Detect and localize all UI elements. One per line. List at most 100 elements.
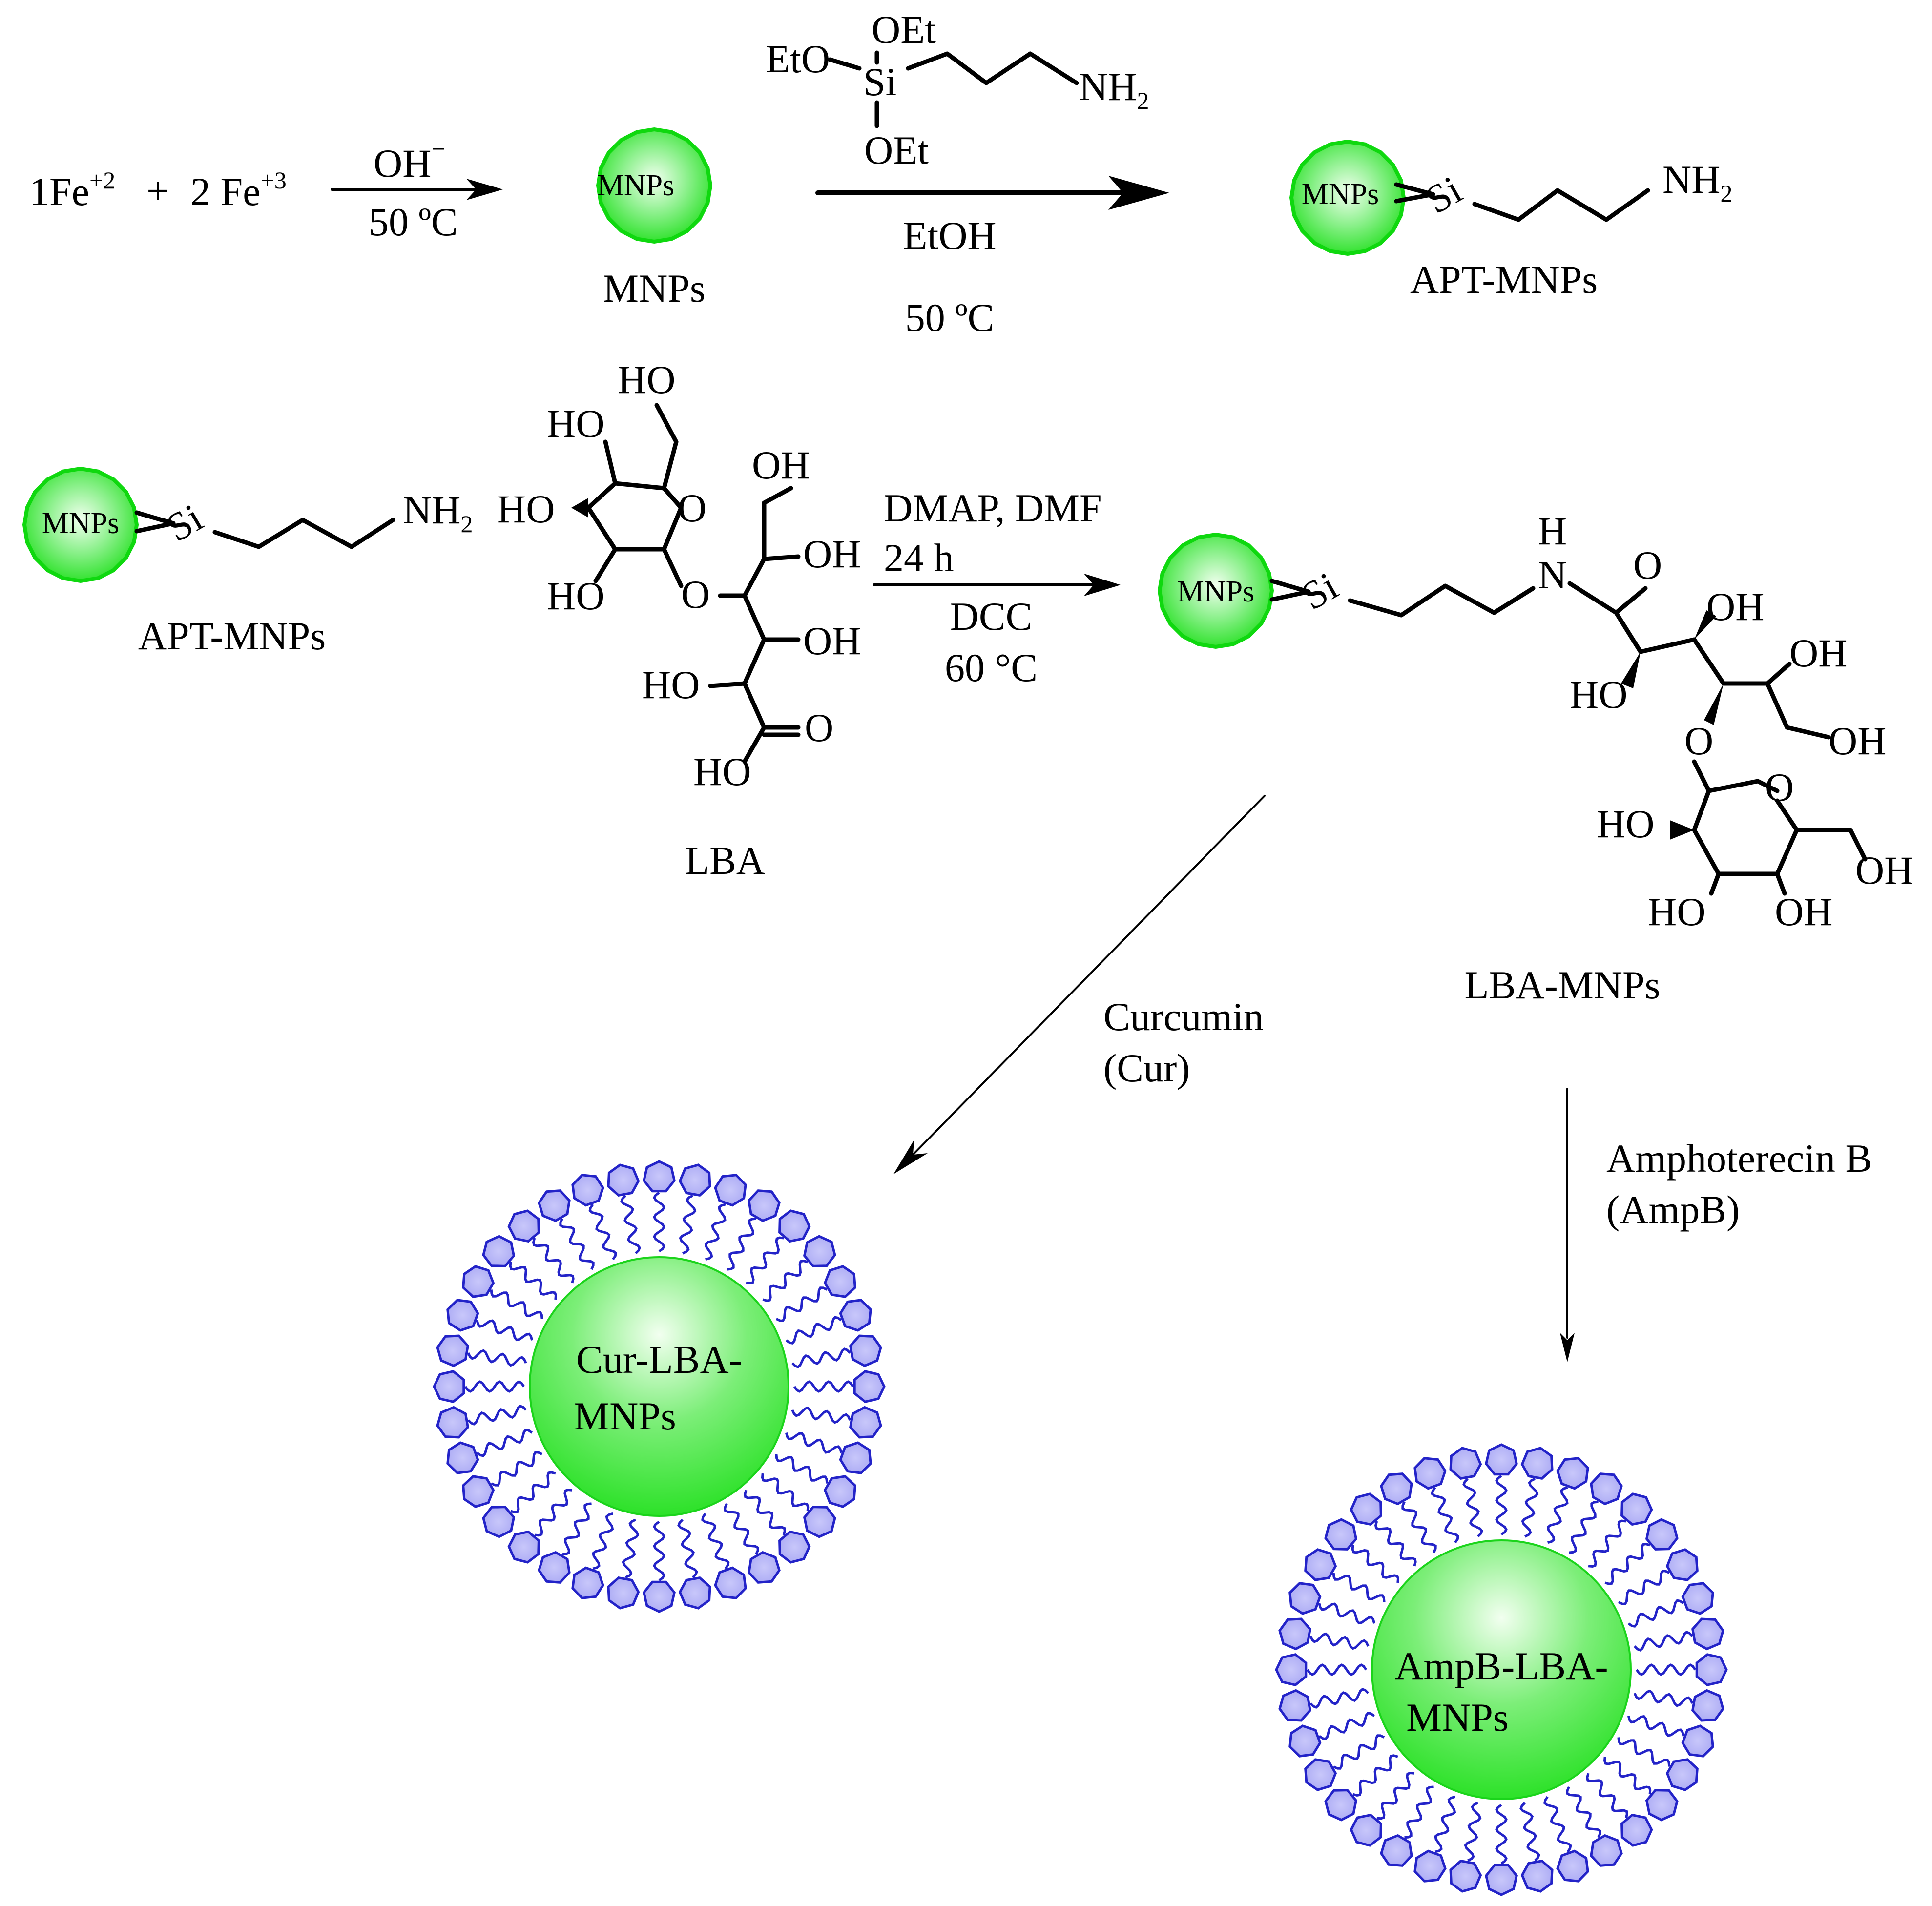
lipid-head bbox=[1645, 1518, 1679, 1551]
step2-arrow: EtOH 50 ºC bbox=[815, 176, 1169, 340]
cur-lba-mnp-micelle: Cur-LBA- MNPs bbox=[433, 1160, 886, 1613]
lba-ho-1: HO bbox=[547, 401, 604, 446]
lipid-tail bbox=[509, 1262, 558, 1300]
lba-mnp-product: MNPs Si H N O HO OH OH OH O O HO OH HO O… bbox=[1157, 509, 1913, 934]
apt-mnp-reactant-si: Si bbox=[159, 495, 210, 550]
cur-arrow: Curcumin (Cur) bbox=[893, 795, 1266, 1174]
apt-mnp-reactant-caption: APT-MNPs bbox=[138, 614, 326, 658]
lipid-head bbox=[1350, 1813, 1382, 1847]
lipid-tail bbox=[1434, 1795, 1456, 1853]
lba-link-o: O bbox=[681, 572, 710, 617]
lipid-tail bbox=[491, 1451, 543, 1487]
apt-mnp-reactant-nh2: NH2 bbox=[403, 488, 473, 538]
apt-mnp-reactant-inner-label: MNPs bbox=[42, 507, 120, 540]
lipid-head bbox=[803, 1506, 836, 1538]
lipid-head bbox=[1590, 1834, 1623, 1867]
lba-mnp-ho-1: HO bbox=[1570, 672, 1627, 717]
lipid-tail bbox=[761, 1473, 810, 1512]
lipid-head bbox=[853, 1370, 886, 1403]
ampb-lba-mnp-micelle: AmpB-LBA- MNPs bbox=[1275, 1443, 1728, 1896]
lipid-head bbox=[748, 1551, 781, 1584]
lipid-tail bbox=[1566, 1786, 1601, 1838]
lipid-head bbox=[1324, 1518, 1358, 1551]
lipid-head bbox=[1275, 1653, 1308, 1686]
step2-solvent: EtOH bbox=[903, 213, 996, 258]
mnp-caption: MNPs bbox=[603, 266, 706, 311]
hydroxide-label: OH− bbox=[374, 135, 445, 186]
lipid-tail bbox=[1603, 1756, 1652, 1795]
lba-carbonyl-o: O bbox=[805, 705, 833, 750]
step1-arrow: OH− 50 ºC bbox=[331, 135, 503, 244]
lipid-tail bbox=[762, 1260, 808, 1302]
lipid-tail bbox=[653, 1520, 665, 1582]
lipid-tail bbox=[746, 1236, 784, 1285]
cur-reagent-line1: Curcumin bbox=[1103, 994, 1264, 1039]
lipid-tail bbox=[1569, 1500, 1599, 1554]
lipid-tail bbox=[785, 1431, 843, 1454]
lipid-head bbox=[507, 1209, 540, 1243]
silane-oet-top: OEt bbox=[872, 7, 936, 52]
step3-line2: 24 h bbox=[884, 536, 954, 580]
lipid-head bbox=[1665, 1758, 1699, 1791]
silane-si: Si bbox=[863, 60, 896, 104]
ampb-arrow: Amphoterecin B (AmpB) bbox=[1560, 1088, 1872, 1362]
lipid-tail bbox=[1431, 1487, 1459, 1544]
lipid-tail bbox=[1318, 1602, 1376, 1625]
lipid-tail bbox=[1306, 1663, 1368, 1676]
lipid-head bbox=[1590, 1472, 1623, 1506]
lipid-head bbox=[823, 1475, 856, 1508]
cur-reagent-line2: (Cur) bbox=[1103, 1046, 1190, 1090]
silane-nh2: NH2 bbox=[1079, 64, 1149, 114]
lipid-tail bbox=[1462, 1478, 1483, 1537]
lipid-tail bbox=[588, 1203, 617, 1261]
lipid-head bbox=[436, 1334, 469, 1367]
lipid-tail bbox=[562, 1502, 592, 1556]
lba-mnp-oh-5: OH bbox=[1775, 890, 1832, 934]
mnp-particle: MNPs bbox=[596, 127, 713, 244]
lipid-tail bbox=[1635, 1663, 1697, 1676]
lipid-tail bbox=[1376, 1771, 1415, 1820]
lipid-head bbox=[714, 1174, 747, 1207]
lipid-head bbox=[1449, 1447, 1482, 1480]
lipid-tail bbox=[534, 1488, 573, 1537]
lipid-tail bbox=[1352, 1754, 1398, 1797]
lipid-tail bbox=[775, 1454, 829, 1484]
lipid-tail bbox=[791, 1347, 851, 1368]
lipid-head bbox=[839, 1441, 872, 1474]
lipid-head bbox=[571, 1174, 604, 1207]
cur-lipid-shell bbox=[433, 1160, 886, 1613]
lipid-head bbox=[1681, 1724, 1714, 1758]
step3-line4: 60 °C bbox=[945, 645, 1038, 690]
lipid-tail bbox=[1333, 1734, 1385, 1770]
lipid-tail bbox=[1633, 1689, 1694, 1707]
ampb-core-sphere bbox=[1371, 1539, 1632, 1800]
lipid-head bbox=[1520, 1447, 1554, 1480]
lba-mnp-oh-3: OH bbox=[1828, 719, 1886, 763]
lba-mnp-ho-3: HO bbox=[1648, 890, 1705, 934]
lipid-head bbox=[1380, 1834, 1413, 1867]
lipid-head bbox=[538, 1189, 571, 1222]
lipid-tail bbox=[1543, 1796, 1572, 1853]
lipid-tail bbox=[791, 1406, 852, 1424]
lipid-head bbox=[507, 1530, 540, 1564]
lipid-head bbox=[1449, 1860, 1482, 1893]
lipid-tail bbox=[1309, 1632, 1370, 1650]
lba-ho-4: HO bbox=[642, 663, 700, 707]
lipid-head bbox=[1413, 1849, 1447, 1883]
silane-eto: EtO bbox=[766, 37, 830, 81]
fe3-label: 2 Fe+3 bbox=[190, 166, 287, 214]
lipid-head bbox=[1278, 1617, 1311, 1651]
lipid-tail bbox=[1495, 1803, 1508, 1865]
lipid-head bbox=[482, 1506, 516, 1538]
lipid-head bbox=[714, 1566, 747, 1599]
lipid-head bbox=[1324, 1789, 1358, 1822]
lipid-tail bbox=[1309, 1688, 1369, 1709]
lipid-head bbox=[1620, 1492, 1653, 1526]
lipid-head bbox=[823, 1265, 856, 1298]
lipid-tail bbox=[1519, 1802, 1540, 1862]
lipid-head bbox=[462, 1475, 495, 1508]
lba-mnp-inner-label: MNPs bbox=[1177, 575, 1255, 608]
ampb-reagent-line2: (AmpB) bbox=[1606, 1187, 1740, 1232]
lipid-head bbox=[1520, 1860, 1554, 1893]
lipid-head bbox=[1645, 1789, 1679, 1822]
